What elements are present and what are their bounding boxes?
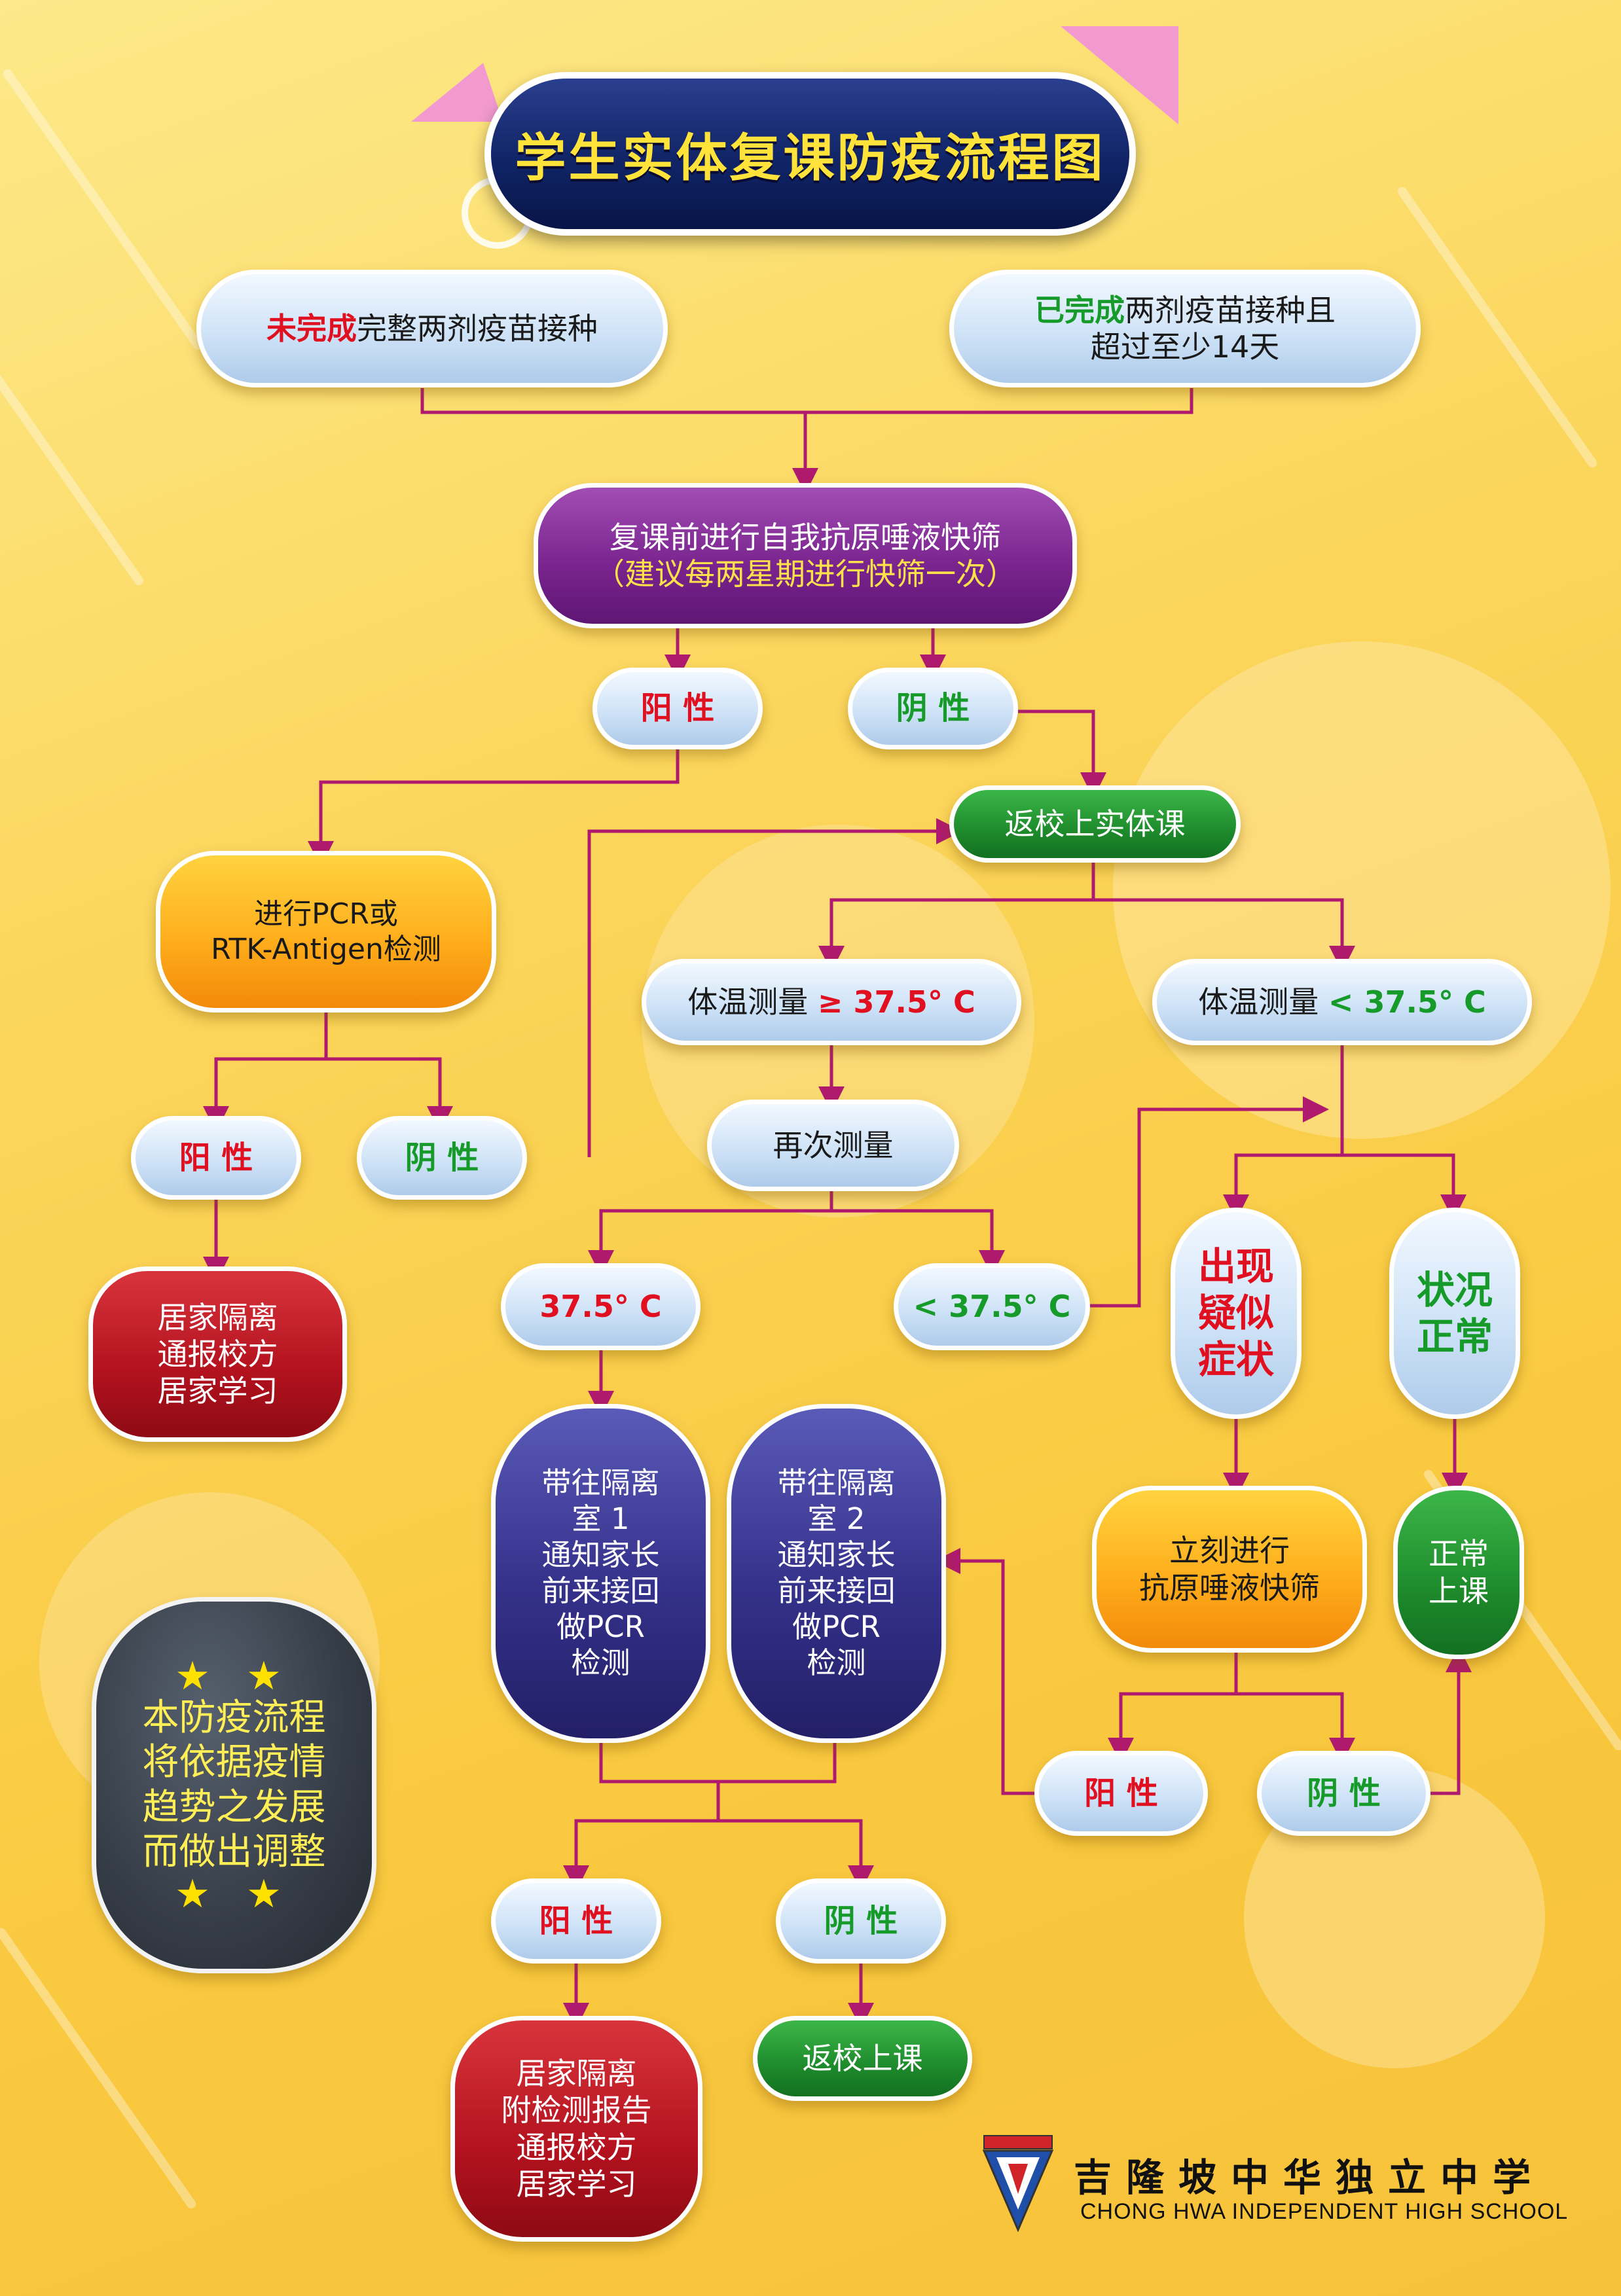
pcr-rtk-test-text: 进行PCR或 RTK-Antigen检测 (211, 897, 441, 966)
node-isolation-room-2: 带往隔离 室 2 通知家长 前来接回 做PCR 检测 (727, 1404, 946, 1743)
rapid-antigen-test-text: 立刻进行 抗原唾液快筛 (1139, 1533, 1320, 1605)
node-temp-high-2: 37.5° C (501, 1263, 701, 1350)
school-crest-icon (982, 2135, 1054, 2232)
note-panel-text: ★ ★ 本防疫流程 将依据疫情 趋势之发展 而做出调整 ★ ★ (142, 1653, 326, 1918)
node-self-antigen-test: 复课前进行自我抗原唾液快筛 （建议每两星期进行快筛一次） (534, 483, 1077, 628)
symptoms-text: 出现 疑似 症状 (1197, 1244, 1274, 1382)
poster-title: 学生实体复课防疫流程图 (484, 72, 1136, 236)
node-normal-status: 状况 正常 (1389, 1208, 1520, 1419)
note-panel: ★ ★ 本防疫流程 将依据疫情 趋势之发展 而做出调整 ★ ★ (92, 1597, 376, 1973)
normal-status-text: 状况 正常 (1416, 1267, 1493, 1359)
temp-high-text: 体温测量 ≥ 37.5° C (687, 984, 975, 1020)
self-antigen-test-text: 复课前进行自我抗原唾液快筛 （建议每两星期进行快筛一次） (594, 519, 1016, 592)
node-return-to-class: 返校上课 (753, 2016, 972, 2101)
node-retest: 再次测量 (707, 1100, 959, 1191)
school-name-en: CHONG HWA INDEPENDENT HIGH SCHOOL (1080, 2199, 1569, 2224)
node-positive-4: 阳 性 (491, 1878, 661, 1964)
node-temp-high: 体温测量 ≥ 37.5° C (642, 959, 1021, 1045)
node-positive-2: 阳 性 (131, 1116, 301, 1200)
node-return-to-school: 返校上实体课 (949, 785, 1241, 863)
node-negative-4: 阴 性 (776, 1878, 946, 1964)
vaccine-incomplete-text: 未完成完整两剂疫苗接种 (266, 310, 598, 346)
node-negative-3: 阴 性 (1257, 1751, 1430, 1836)
temp-low-text: 体温测量 < 37.5° C (1198, 984, 1486, 1020)
node-vaccine-complete: 已完成两剂疫苗接种且 超过至少14天 (949, 270, 1421, 387)
node-temp-low: 体温测量 < 37.5° C (1152, 959, 1532, 1045)
node-positive-3: 阳 性 (1034, 1751, 1208, 1836)
node-home-quarantine-1: 居家隔离 通报校方 居家学习 (88, 1266, 347, 1442)
normal-class-text: 正常 上课 (1429, 1536, 1489, 1609)
star-icon: ★ ★ (175, 1653, 293, 1699)
school-name-cn: 吉隆坡中华独立中学 (1074, 2155, 1546, 2200)
node-negative-1: 阴 性 (848, 668, 1018, 749)
home-quarantine-1-text: 居家隔离 通报校方 居家学习 (157, 1299, 278, 1409)
node-isolation-room-1: 带往隔离 室 1 通知家长 前来接回 做PCR 检测 (491, 1404, 710, 1743)
poster-title-text: 学生实体复课防疫流程图 (515, 129, 1106, 188)
decor-triangle-left (411, 63, 503, 122)
isolation-room-2-text: 带往隔离 室 2 通知家长 前来接回 做PCR 检测 (777, 1465, 896, 1680)
node-home-quarantine-2: 居家隔离 附检测报告 通报校方 居家学习 (450, 2016, 702, 2242)
school-logo: 吉隆坡中华独立中学 CHONG HWA INDEPENDENT HIGH SCH… (982, 2134, 1604, 2238)
home-quarantine-2-text: 居家隔离 附检测报告 通报校方 居家学习 (501, 2056, 652, 2202)
isolation-room-1-text: 带往隔离 室 1 通知家长 前来接回 做PCR 检测 (541, 1465, 660, 1680)
node-symptoms: 出现 疑似 症状 (1171, 1208, 1302, 1419)
node-rapid-antigen-test: 立刻进行 抗原唾液快筛 (1092, 1486, 1367, 1653)
node-normal-class: 正常 上课 (1393, 1486, 1524, 1659)
node-vaccine-incomplete: 未完成完整两剂疫苗接种 (196, 270, 668, 387)
bg-circle (1113, 641, 1611, 1139)
node-positive-1: 阳 性 (592, 668, 763, 749)
node-negative-2: 阴 性 (357, 1116, 527, 1200)
node-pcr-rtk-test: 进行PCR或 RTK-Antigen检测 (156, 851, 496, 1013)
node-temp-low-2: < 37.5° C (894, 1263, 1090, 1350)
star-icon: ★ ★ (175, 1871, 293, 1918)
vaccine-complete-text: 已完成两剂疫苗接种且 超过至少14天 (1034, 292, 1336, 365)
